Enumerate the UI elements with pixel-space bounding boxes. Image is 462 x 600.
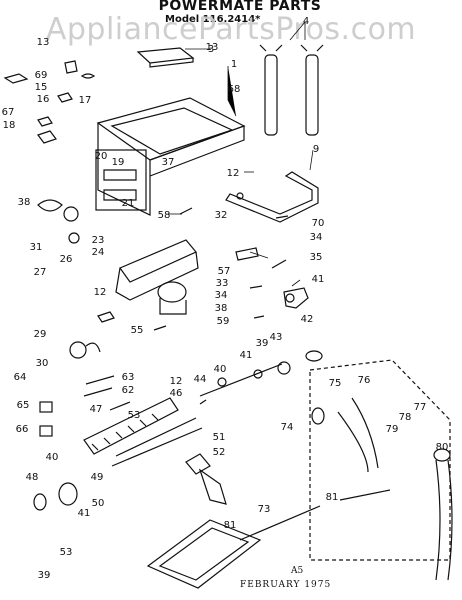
callout-label: 41 xyxy=(312,274,325,285)
model-number: Model 116.2414* xyxy=(165,14,261,25)
callout-label: 49 xyxy=(91,472,104,483)
callout-label: 79 xyxy=(386,424,399,435)
callout-label: 80 xyxy=(436,442,449,453)
callout-label: 53 xyxy=(60,547,73,558)
callout-label: 21 xyxy=(122,198,135,209)
callout-label: 40 xyxy=(214,364,227,375)
callout-label: 37 xyxy=(162,157,175,168)
callout-label: 62 xyxy=(122,385,135,396)
callout-label: 78 xyxy=(399,412,412,423)
callout-label: 59 xyxy=(217,316,230,327)
callout-label: 34 xyxy=(310,232,323,243)
callout-label: 73 xyxy=(258,504,271,515)
callout-label: 26 xyxy=(60,254,73,265)
callout-label: 76 xyxy=(358,375,371,386)
callout-label: 12 xyxy=(227,168,240,179)
callout-label: 66 xyxy=(16,424,29,435)
callout-label: 24 xyxy=(92,247,105,258)
callout-label: 47 xyxy=(90,404,103,415)
callout-label: 43 xyxy=(270,332,283,343)
callout-label: 81 xyxy=(326,492,339,503)
callout-label: 15 xyxy=(35,82,48,93)
part-shapes xyxy=(3,44,453,589)
callout-label: 1 xyxy=(231,59,237,70)
callout-label: 75 xyxy=(329,378,342,389)
callout-label: 23 xyxy=(92,235,105,246)
callout-label: 12 xyxy=(170,376,183,387)
callout-label: 40 xyxy=(46,452,59,463)
callout-label: 30 xyxy=(36,358,49,369)
callout-label: 20 xyxy=(95,151,108,162)
callout-label: 35 xyxy=(310,252,323,263)
callout-label: 58 xyxy=(158,210,171,221)
callout-label: 33 xyxy=(216,278,229,289)
diagram-code: A5 xyxy=(291,566,304,576)
callout-label: 13 xyxy=(206,42,219,53)
callout-label: 27 xyxy=(34,267,47,278)
callout-label: 70 xyxy=(312,218,325,229)
leader-lines xyxy=(168,21,314,287)
callout-label: 44 xyxy=(194,374,207,385)
callout-label: 3 xyxy=(208,44,214,55)
callout-label: 41 xyxy=(240,350,253,361)
callout-label: 39 xyxy=(38,570,51,581)
callout-label: 52 xyxy=(213,447,226,458)
callout-label: 19 xyxy=(112,157,125,168)
diagram-title: POWERMATE PARTS xyxy=(158,0,322,14)
callout-label: 48 xyxy=(26,472,39,483)
callout-label: 38 xyxy=(215,303,228,314)
callout-label: 64 xyxy=(14,372,27,383)
callout-label: 12 xyxy=(94,287,107,298)
callout-label: 18 xyxy=(3,120,16,131)
callout-label: 34 xyxy=(215,290,228,301)
callout-label: 39 xyxy=(256,338,269,349)
watermark: AppliancePartsPros.com xyxy=(45,12,417,47)
callout-label: 68 xyxy=(228,84,241,95)
callout-label: 32 xyxy=(215,210,228,221)
callout-label: 13 xyxy=(37,37,50,48)
callout-label: 4 xyxy=(303,16,309,27)
callout-label: 65 xyxy=(17,400,30,411)
callout-label: 63 xyxy=(122,372,135,383)
callout-label: 81 xyxy=(224,520,237,531)
callout-label: 51 xyxy=(213,432,226,443)
callout-label: 74 xyxy=(281,422,294,433)
callout-label: 53 xyxy=(128,410,141,421)
callout-label: 77 xyxy=(414,402,427,413)
callout-label: 41 xyxy=(78,508,91,519)
part-callouts: 3 13 1 4 68 13 69 15 16 17 67 18 20 19 3… xyxy=(2,16,449,581)
callout-label: 69 xyxy=(35,70,48,81)
callout-label: 17 xyxy=(79,95,92,106)
callout-label: 46 xyxy=(170,388,183,399)
callout-label: 67 xyxy=(2,107,15,118)
callout-label: 42 xyxy=(301,314,314,325)
callout-label: 50 xyxy=(92,498,105,509)
callout-label: 31 xyxy=(30,242,43,253)
callout-label: 29 xyxy=(34,329,47,340)
callout-label: 16 xyxy=(37,94,50,105)
callout-label: 57 xyxy=(218,266,231,277)
callout-label: 9 xyxy=(313,144,319,155)
callout-label: 55 xyxy=(131,325,144,336)
diagram-date: FEBRUARY 1975 xyxy=(240,580,332,590)
callout-label: 38 xyxy=(18,197,31,208)
